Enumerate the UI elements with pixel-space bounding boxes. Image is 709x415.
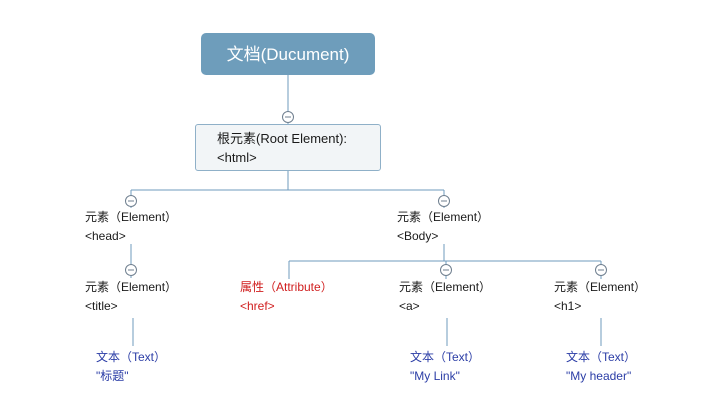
a-text-label: 文本（Text） bbox=[410, 350, 481, 364]
title-text-label: 文本（Text） bbox=[96, 350, 167, 364]
h1-text-label: 文本（Text） bbox=[566, 350, 637, 364]
root-label: 根元素(Root Element): bbox=[217, 131, 348, 146]
body-element-node[interactable]: 元素（Element） <Body> bbox=[397, 208, 489, 246]
document-label: 文档(Ducument) bbox=[226, 44, 350, 64]
head-tag: <head> bbox=[85, 229, 126, 243]
a-label: 元素（Element） bbox=[399, 280, 492, 294]
title-label: 元素（Element） bbox=[85, 280, 178, 294]
a-element-node[interactable]: 元素（Element） <a> bbox=[399, 278, 491, 316]
h1-label: 元素（Element） bbox=[554, 280, 647, 294]
collapse-icon-root[interactable] bbox=[282, 111, 294, 123]
h1-text-node[interactable]: 文本（Text） "My header" bbox=[566, 348, 636, 386]
root-tag: <html> bbox=[217, 150, 257, 165]
h1-tag: <h1> bbox=[554, 299, 582, 313]
title-element-node[interactable]: 元素（Element） <title> bbox=[85, 278, 177, 316]
head-label: 元素（Element） bbox=[85, 210, 178, 224]
document-node[interactable]: 文档(Ducument) bbox=[201, 33, 375, 75]
h1-element-node[interactable]: 元素（Element） <h1> bbox=[554, 278, 646, 316]
href-attribute-node[interactable]: 属性（Attribute） <href> bbox=[240, 278, 333, 316]
title-text-node[interactable]: 文本（Text） "标题" bbox=[96, 348, 166, 386]
href-tag: <href> bbox=[240, 299, 275, 313]
a-text-value: "My Link" bbox=[410, 369, 460, 383]
head-element-node[interactable]: 元素（Element） <head> bbox=[85, 208, 177, 246]
title-text-value: "标题" bbox=[96, 369, 129, 383]
a-tag: <a> bbox=[399, 299, 420, 313]
collapse-icon-title[interactable] bbox=[125, 264, 137, 276]
collapse-icon-a[interactable] bbox=[440, 264, 452, 276]
collapse-icon-head[interactable] bbox=[125, 195, 137, 207]
href-label: 属性（Attribute） bbox=[240, 280, 333, 294]
collapse-icon-h1[interactable] bbox=[595, 264, 607, 276]
a-text-node[interactable]: 文本（Text） "My Link" bbox=[410, 348, 480, 386]
body-label: 元素（Element） bbox=[397, 210, 490, 224]
collapse-icon-body[interactable] bbox=[438, 195, 450, 207]
title-tag: <title> bbox=[85, 299, 118, 313]
root-element-node[interactable]: 根元素(Root Element): <html> bbox=[195, 124, 381, 171]
body-tag: <Body> bbox=[397, 229, 439, 243]
h1-text-value: "My header" bbox=[566, 369, 632, 383]
